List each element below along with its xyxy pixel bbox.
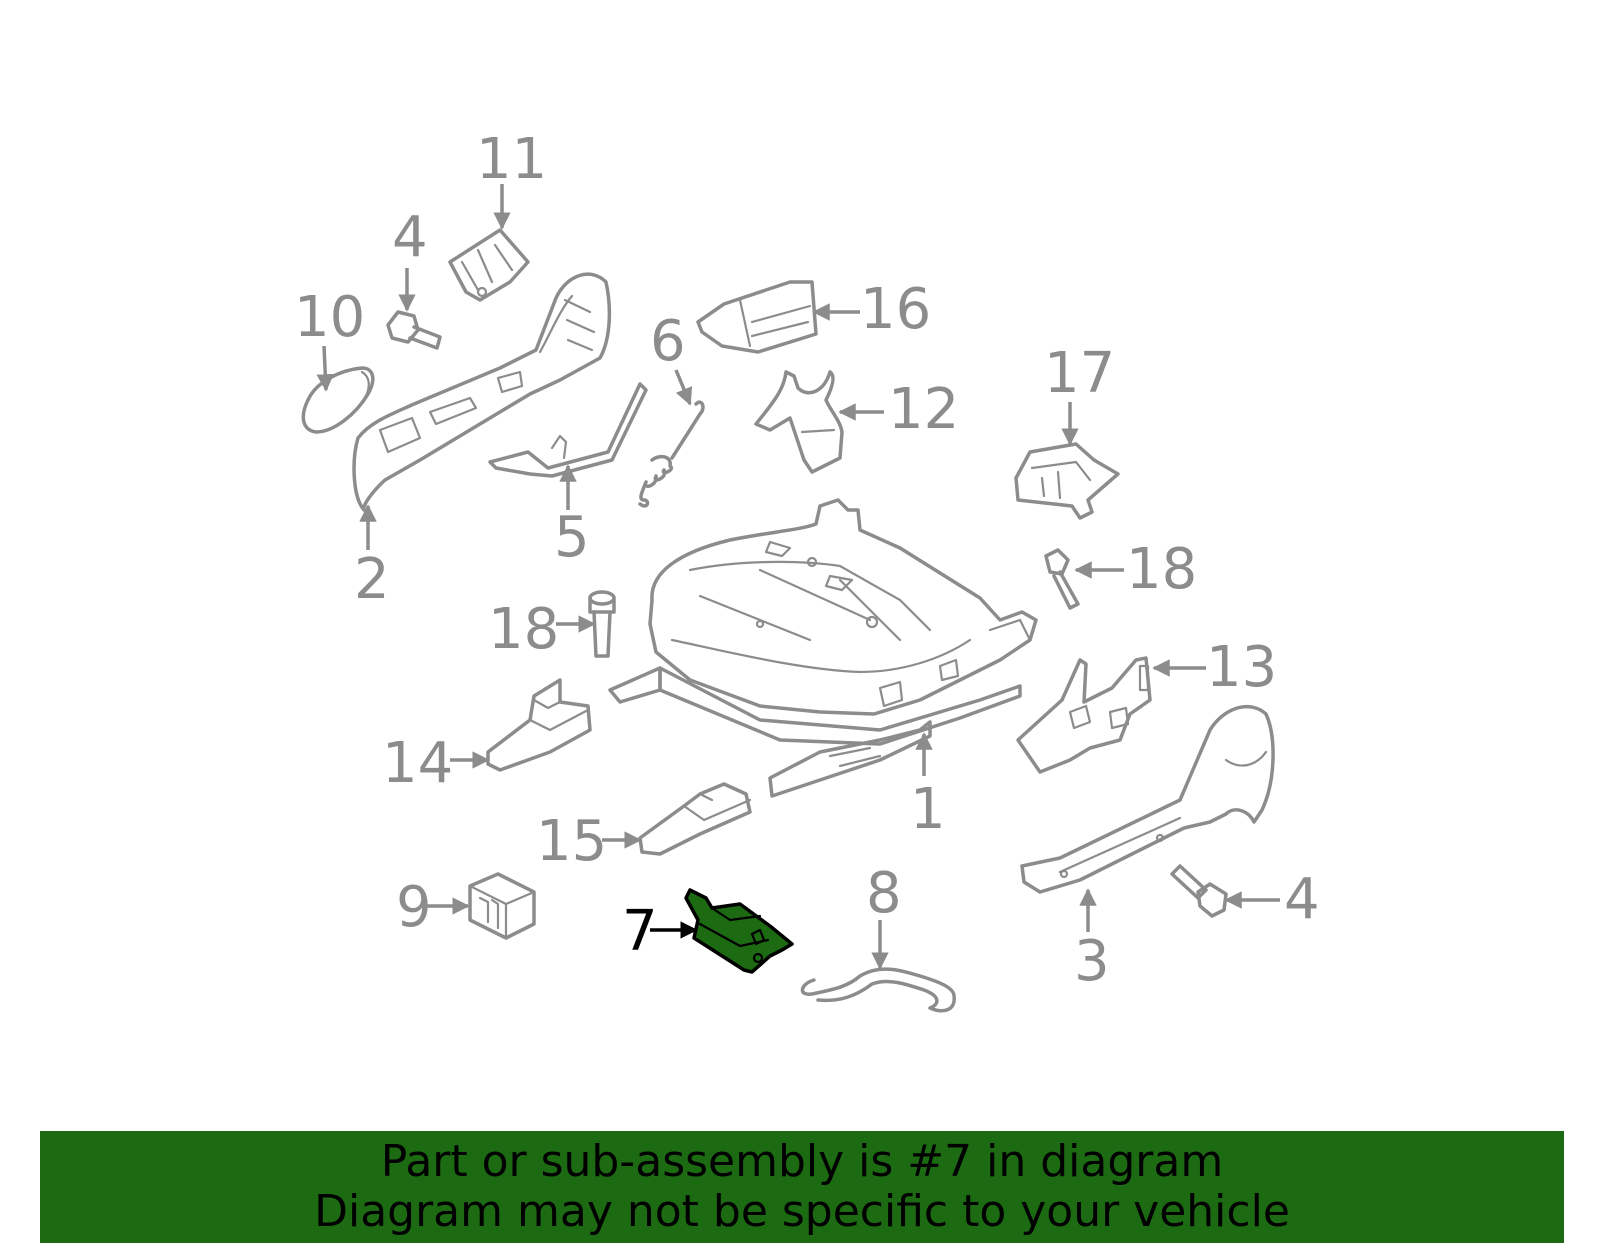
part-1-seat-frame[interactable]: [608, 498, 1038, 798]
info-banner: Part or sub-assembly is #7 in diagram Di…: [40, 1131, 1564, 1243]
part-10-cap[interactable]: [301, 366, 375, 434]
part-6-spring[interactable]: [638, 400, 705, 508]
callout-18-right: 18: [1126, 537, 1197, 602]
part-12-bracket[interactable]: [754, 370, 844, 474]
callout-2: 2: [354, 547, 390, 612]
callout-7: 7: [622, 899, 658, 964]
part-16-bracket[interactable]: [696, 280, 818, 354]
part-14-cover[interactable]: [486, 678, 592, 772]
callout-18-left: 18: [488, 597, 559, 662]
callout-6: 6: [650, 309, 686, 374]
part-18-bolt-right[interactable]: [1044, 548, 1080, 610]
callout-12: 12: [888, 377, 959, 442]
callout-labels: 11 4 10 2 5 6 16 12 17 18 18 13 14 1 15 …: [294, 127, 1320, 994]
callout-3: 3: [1074, 929, 1110, 994]
callout-4-upper: 4: [392, 205, 428, 270]
callout-5: 5: [554, 505, 590, 570]
part-3-side-cover[interactable]: [1020, 704, 1275, 894]
leader-arrows: [316, 184, 1280, 970]
part-11-bracket[interactable]: [448, 228, 530, 302]
part-13-bracket[interactable]: [1016, 656, 1152, 774]
part-17-bracket[interactable]: [1014, 442, 1120, 520]
part-4-bolt-upper[interactable]: [386, 310, 442, 350]
callout-9: 9: [396, 875, 432, 940]
part-8-rod[interactable]: [800, 967, 956, 1013]
banner-line-2: Diagram may not be specific to your vehi…: [314, 1186, 1290, 1237]
callout-4-lower: 4: [1284, 867, 1320, 932]
part-5-rod[interactable]: [488, 382, 648, 478]
banner-line-1: Part or sub-assembly is #7 in diagram: [380, 1136, 1224, 1187]
callout-10: 10: [294, 285, 365, 350]
part-9-block[interactable]: [468, 872, 536, 940]
callout-16: 16: [860, 277, 931, 342]
callout-17: 17: [1044, 341, 1115, 406]
part-15-cover[interactable]: [638, 782, 752, 856]
callout-15: 15: [536, 809, 607, 874]
part-7-bracket-highlighted[interactable]: [684, 888, 794, 974]
callout-11: 11: [476, 127, 547, 192]
part-18-bolt-left[interactable]: [588, 590, 616, 658]
part-4-bolt-lower[interactable]: [1170, 864, 1228, 918]
callout-14: 14: [382, 731, 453, 796]
callout-1: 1: [910, 777, 946, 842]
callout-13: 13: [1206, 635, 1277, 700]
callout-8: 8: [866, 861, 902, 926]
part-2-side-cover[interactable]: [352, 272, 612, 512]
